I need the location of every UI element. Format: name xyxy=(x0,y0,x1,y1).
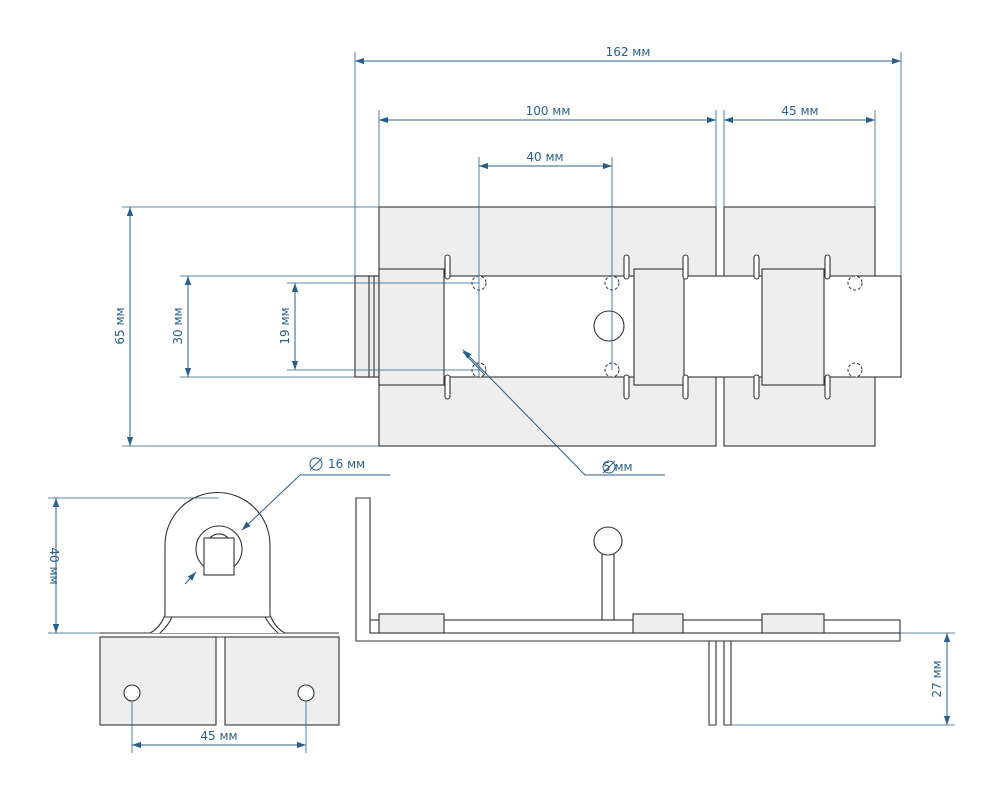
keeper-leg-left xyxy=(708,640,717,726)
knob-top xyxy=(593,310,625,342)
dim-knob-diameter: 16 мм xyxy=(328,457,365,471)
dim-side-spacing: 45 мм xyxy=(200,729,237,743)
dim-base-height: 65 мм xyxy=(113,307,127,344)
mount-hole xyxy=(847,362,863,378)
bolt-end xyxy=(354,275,380,378)
dim-side-height: 40 мм xyxy=(47,547,61,584)
front-dimensions: 27 мм xyxy=(731,632,955,726)
dim-hole-spacing: 19 мм xyxy=(278,307,292,344)
mount-hole xyxy=(847,275,863,291)
end-view xyxy=(99,491,340,726)
keeper-leg-right xyxy=(723,640,732,726)
end-plate-left xyxy=(99,636,217,726)
guide-left-side xyxy=(378,613,445,634)
knob-stem xyxy=(601,552,615,621)
end-hole-right xyxy=(297,684,315,702)
dim-keeper-depth: 27 мм xyxy=(930,660,944,697)
guide-right xyxy=(761,268,825,386)
front-view xyxy=(355,497,901,726)
dim-total-length: 162 мм xyxy=(606,45,651,59)
end-hole-left xyxy=(123,684,141,702)
top-view xyxy=(354,206,902,447)
guide-middle-side xyxy=(632,613,684,634)
end-dimensions: 40 мм 45 мм 16 мм xyxy=(47,457,616,753)
dim-bolt-offset: 40 мм xyxy=(526,150,563,164)
dim-hole-diameter: 5 мм xyxy=(603,460,633,474)
guide-left xyxy=(378,268,445,386)
dim-base-length: 100 мм xyxy=(526,104,571,118)
top-dimensions: 162 мм 100 мм 45 мм 40 мм 65 мм 30 мм 19… xyxy=(113,45,902,476)
slots xyxy=(444,254,831,400)
knob-ball xyxy=(593,526,623,556)
guide-right-side xyxy=(761,613,825,634)
guide-middle xyxy=(633,268,685,386)
dim-bolt-height: 30 мм xyxy=(171,307,185,344)
bolt-end-section xyxy=(203,537,235,576)
end-plate-right xyxy=(224,636,340,726)
dim-keeper-length: 45 мм xyxy=(781,104,818,118)
